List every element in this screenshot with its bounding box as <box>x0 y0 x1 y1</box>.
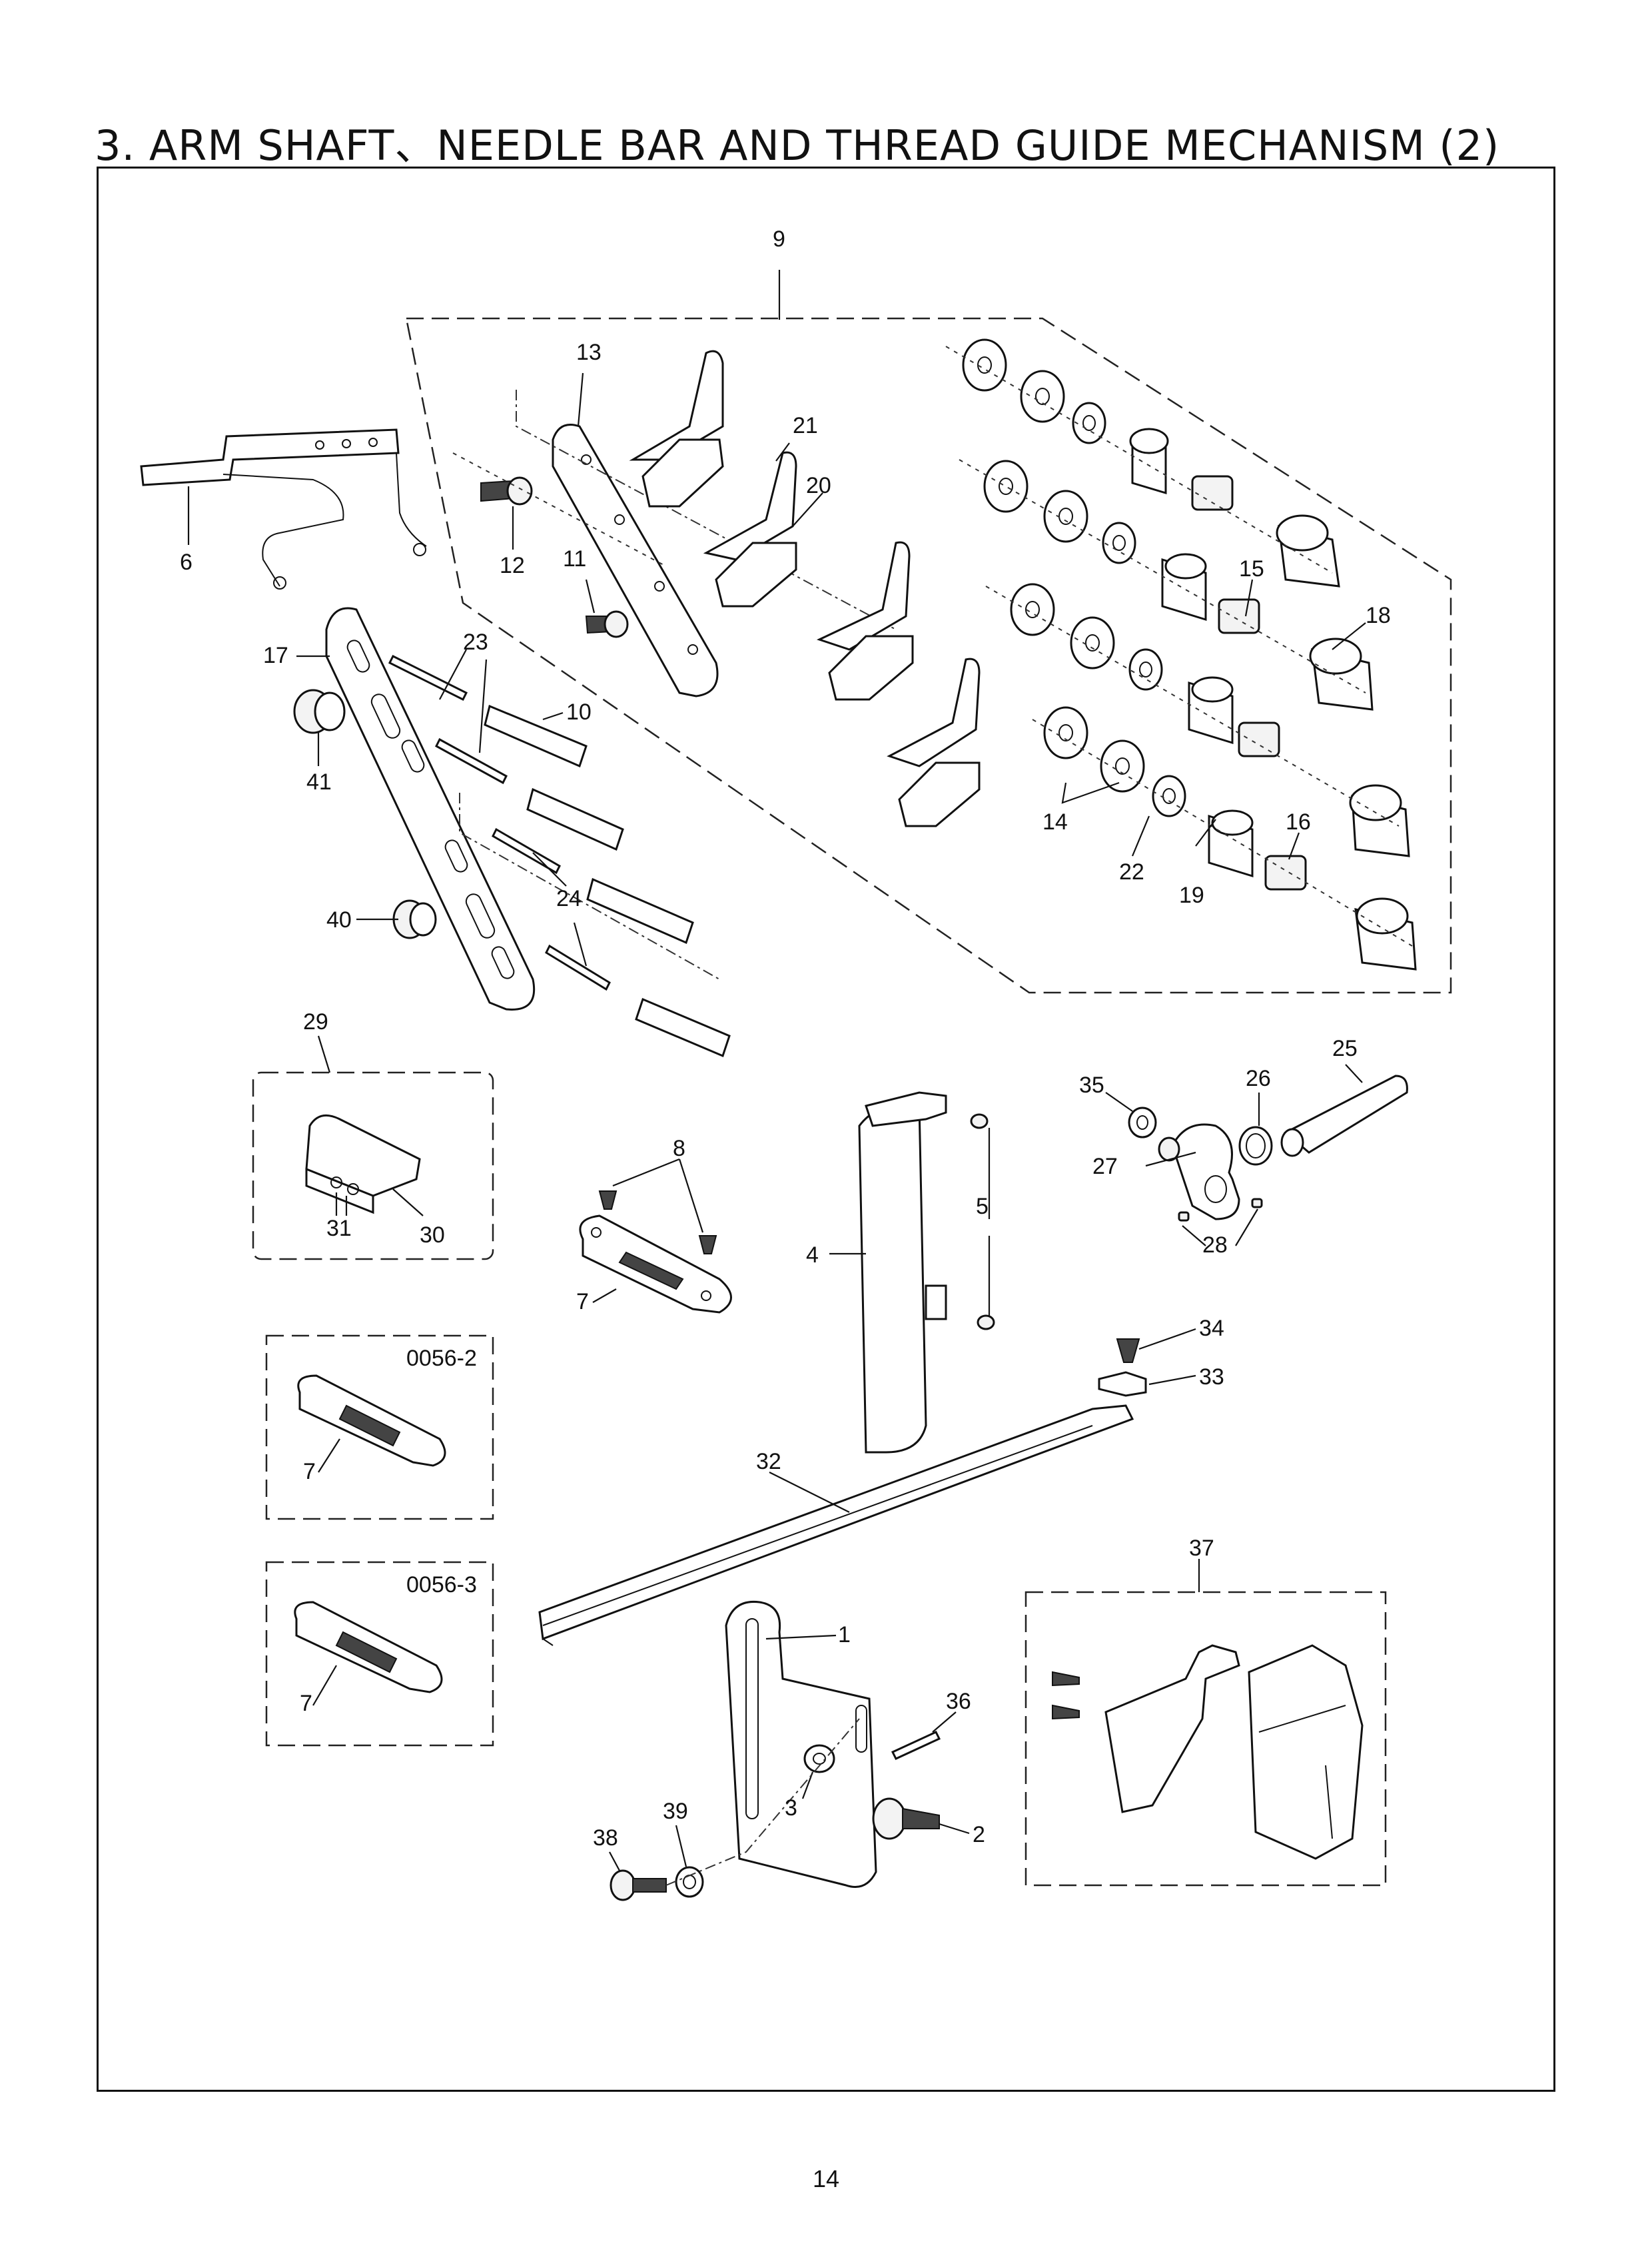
callout-28: 28 <box>1202 1232 1228 1258</box>
callout-16: 16 <box>1286 809 1311 835</box>
part-13-tension-bracket <box>552 424 719 697</box>
callout-27: 27 <box>1092 1154 1118 1179</box>
part-6-thread-guide-plate <box>140 428 427 590</box>
part-11-screw <box>585 610 629 638</box>
callout-19: 19 <box>1179 883 1204 908</box>
tension-disc-row-3 <box>1010 583 1280 757</box>
callout-40: 40 <box>326 907 352 933</box>
part-37-screws <box>1052 1671 1080 1720</box>
part-20-thread-guide <box>703 451 797 608</box>
callout-32: 32 <box>756 1449 781 1474</box>
callout-1: 1 <box>838 1622 851 1647</box>
guide-repeat-4 <box>887 658 981 827</box>
callout-11: 11 <box>563 546 586 572</box>
part-39-washer <box>675 1866 704 1898</box>
callout-12: 12 <box>500 553 525 578</box>
callout-22: 22 <box>1119 859 1144 885</box>
callout-13: 13 <box>576 340 602 365</box>
variant-label-0056-2: 0056-2 <box>406 1346 477 1371</box>
callout-7c: 7 <box>300 1691 312 1716</box>
callout-3: 3 <box>785 1795 797 1821</box>
callout-26: 26 <box>1246 1066 1271 1091</box>
callout-39: 39 <box>663 1799 688 1824</box>
tension-disc-row-4 <box>1043 706 1307 891</box>
part-1-bracket <box>725 1600 877 1888</box>
part-23-pins <box>388 654 508 785</box>
tension-disc-row-2 <box>983 460 1374 711</box>
callout-23: 23 <box>463 630 488 655</box>
callout-24: 24 <box>556 886 582 911</box>
callout-37: 37 <box>1189 1536 1214 1561</box>
part-40-bushing <box>392 899 437 939</box>
callout-21: 21 <box>793 413 818 438</box>
part-5-screws <box>970 1113 995 1330</box>
part-35-washer <box>1128 1107 1157 1138</box>
part-27-guide-lever <box>1158 1123 1240 1220</box>
callout-34: 34 <box>1199 1316 1224 1341</box>
part-2-screw <box>872 1797 940 1840</box>
callout-30: 30 <box>420 1222 445 1248</box>
group-37-boundary <box>1025 1591 1387 1887</box>
callout-18: 18 <box>1366 603 1391 628</box>
part-8-screws <box>598 1190 717 1254</box>
part-21-thread-guide <box>629 350 724 508</box>
callout-20: 20 <box>806 473 831 498</box>
variant-0056-3-boundary <box>265 1561 494 1747</box>
variant-0056-2-boundary <box>265 1334 494 1520</box>
callout-5: 5 <box>976 1194 989 1219</box>
callout-25: 25 <box>1332 1036 1358 1061</box>
group-9-boundary <box>405 317 1452 994</box>
part-29-thread-guide-assembly <box>305 1114 421 1214</box>
callout-4: 4 <box>806 1242 819 1268</box>
part-3-washer <box>803 1744 835 1773</box>
part-37-cover-assembly <box>1104 1644 1364 1860</box>
callout-33: 33 <box>1199 1364 1224 1390</box>
variant-0056-2-plate <box>297 1374 446 1467</box>
callout-17: 17 <box>263 643 288 668</box>
part-4-face-cover <box>858 1091 947 1454</box>
callout-10: 10 <box>566 699 592 725</box>
part-12-screw <box>480 476 533 506</box>
part-16-springs-and-nuts <box>1349 784 1417 971</box>
callout-15: 15 <box>1239 556 1264 582</box>
callout-38: 38 <box>593 1825 618 1851</box>
callout-41: 41 <box>306 769 332 795</box>
part-38-screw <box>610 1869 667 1901</box>
callout-6: 6 <box>180 550 193 575</box>
callout-9: 9 <box>773 226 785 252</box>
part-36-pin <box>891 1731 941 1760</box>
part-25-rod <box>1280 1075 1408 1157</box>
page-title: 3. ARM SHAFT、NEEDLE BAR AND THREAD GUIDE… <box>95 121 1500 170</box>
callout-2: 2 <box>973 1822 985 1847</box>
callout-14: 14 <box>1042 809 1068 835</box>
callout-29: 29 <box>303 1009 328 1035</box>
callout-7a: 7 <box>576 1289 589 1314</box>
guide-repeat-3 <box>816 541 914 701</box>
callout-8: 8 <box>673 1136 685 1161</box>
page-number: 14 <box>812 2165 840 2192</box>
callout-31: 31 <box>326 1216 352 1241</box>
part-32-thread-guide-bar <box>538 1404 1134 1646</box>
part-28-screws <box>1178 1198 1263 1222</box>
part-34-screw <box>1116 1338 1140 1363</box>
part-10-tension-studs <box>484 704 731 1058</box>
variant-0056-3-plate <box>294 1601 443 1693</box>
part-33-bracket <box>1098 1371 1147 1397</box>
part-26-ring <box>1238 1126 1273 1166</box>
part-7-thread-guide-plate <box>579 1214 732 1314</box>
callout-7b: 7 <box>303 1459 316 1484</box>
part-17-thread-guide-bar <box>325 607 536 1011</box>
callout-35: 35 <box>1079 1073 1104 1098</box>
diagram-frame <box>97 167 1555 2092</box>
tension-disc-row-1 <box>962 338 1340 588</box>
callout-36: 36 <box>946 1689 971 1714</box>
part-41-bushing <box>293 689 346 734</box>
variant-label-0056-3: 0056-3 <box>406 1572 477 1597</box>
group-29-boundary <box>252 1071 494 1260</box>
